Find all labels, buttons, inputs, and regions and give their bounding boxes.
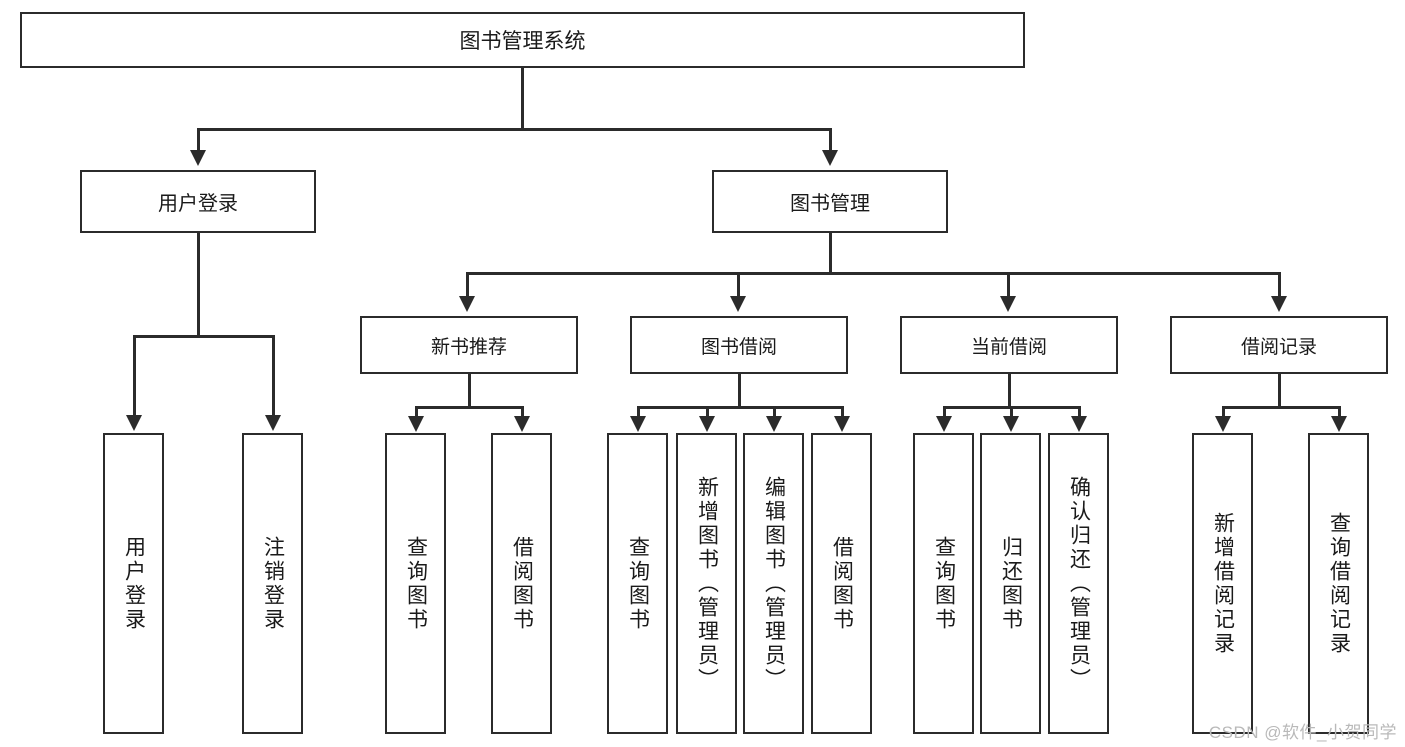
connector-user-login-stem [197,233,200,335]
connector-book-management-bar [466,272,1280,275]
node-leaf-query-book-3[interactable]: 查询图书 [913,433,974,734]
arrow-to-leaf-user-logout [265,415,281,431]
node-label: 注销登录 [261,535,285,632]
arrow-to-leaf-query-book-2 [630,416,646,432]
connector-root-to-user-login [197,128,200,150]
node-leaf-return-book[interactable]: 归还图书 [980,433,1041,734]
node-new-book-recommend[interactable]: 新书推荐 [360,316,578,374]
node-label: 查询图书 [404,535,428,632]
node-label: 查询图书 [932,535,956,632]
connector-book-borrow-bar [637,406,843,409]
connector-borrow-record-stem [1278,374,1281,406]
node-leaf-query-record[interactable]: 查询借阅记录 [1308,433,1369,734]
node-leaf-user-logout[interactable]: 注销登录 [242,433,303,734]
connector-root-stem [521,68,524,128]
node-label: 用户登录 [158,193,238,215]
node-label: 归还图书 [999,535,1023,632]
connector-book-borrow-stem [738,374,741,406]
connector-cb-2 [1010,406,1013,416]
connector-cb-1 [943,406,946,416]
node-label: 当前借阅 [970,336,1047,358]
node-book-management[interactable]: 图书管理 [712,170,948,233]
arrow-to-borrow-record [1271,296,1287,312]
node-leaf-borrow-book-2[interactable]: 借阅图书 [811,433,872,734]
node-label: 图书借阅 [700,336,777,358]
connector-bm-to-current-borrow [1007,272,1010,296]
connector-bb-2 [706,406,709,416]
connector-root-bar [197,128,831,131]
arrow-to-leaf-query-record [1331,416,1347,432]
connector-br-left [1222,406,1225,416]
node-label: 编辑图书（管理员） [762,475,786,692]
connector-bm-to-borrow-record [1278,272,1281,296]
node-label: 借阅记录 [1240,336,1317,358]
node-user-login[interactable]: 用户登录 [80,170,316,233]
node-label: 新增借阅记录 [1211,511,1235,656]
connector-cb-3 [1078,406,1081,416]
arrow-to-leaf-borrow-book-1 [514,416,530,432]
watermark-text: CSDN @软件_小贺同学 [1208,723,1397,742]
connector-user-login-right [272,335,275,415]
connector-bb-3 [773,406,776,416]
node-label: 新增图书（管理员） [695,475,719,692]
node-leaf-confirm-return[interactable]: 确认归还（管理员） [1048,433,1109,734]
connector-new-book-left [415,406,418,416]
connector-current-borrow-stem [1008,374,1011,406]
arrow-to-leaf-return-book [1003,416,1019,432]
arrow-to-leaf-edit-book [766,416,782,432]
connector-br-right [1338,406,1341,416]
connector-bm-to-book-borrow [737,272,740,296]
node-borrow-record[interactable]: 借阅记录 [1170,316,1388,374]
connector-user-login-left [133,335,136,415]
connector-bm-to-new-book [466,272,469,296]
node-book-management-system[interactable]: 图书管理系统 [20,12,1025,68]
arrow-to-leaf-confirm-return [1071,416,1087,432]
connector-bb-4 [841,406,844,416]
connector-bb-1 [637,406,640,416]
arrow-root-to-user-login [190,150,206,166]
node-leaf-borrow-book-1[interactable]: 借阅图书 [491,433,552,734]
arrow-to-leaf-user-login [126,415,142,431]
node-leaf-edit-book[interactable]: 编辑图书（管理员） [743,433,804,734]
arrow-to-leaf-query-book-3 [936,416,952,432]
arrow-to-leaf-borrow-book-2 [834,416,850,432]
connector-book-management-stem [829,233,832,272]
arrow-to-leaf-add-book [699,416,715,432]
node-label: 用户登录 [122,535,146,632]
arrow-root-to-book-management [822,150,838,166]
connector-borrow-record-bar [1222,406,1338,409]
node-leaf-user-login[interactable]: 用户登录 [103,433,164,734]
connector-new-book-right [521,406,524,416]
node-label: 确认归还（管理员） [1067,475,1091,692]
node-label: 借阅图书 [510,535,534,632]
node-book-borrow[interactable]: 图书借阅 [630,316,848,374]
arrow-to-current-borrow [1000,296,1016,312]
connector-new-book-stem [468,374,471,406]
arrow-to-leaf-add-record [1215,416,1231,432]
connector-new-book-bar [415,406,522,409]
arrow-to-new-book-recommend [459,296,475,312]
arrow-to-leaf-query-book-1 [408,416,424,432]
node-label: 新书推荐 [430,336,507,358]
node-label: 查询图书 [626,535,650,632]
connector-root-to-book-management [829,128,832,150]
connector-user-login-bar [133,335,273,338]
node-current-borrow[interactable]: 当前借阅 [900,316,1118,374]
node-leaf-query-book-1[interactable]: 查询图书 [385,433,446,734]
node-label: 查询借阅记录 [1327,511,1351,656]
node-label: 图书管理 [790,193,870,215]
node-leaf-query-book-2[interactable]: 查询图书 [607,433,668,734]
arrow-to-book-borrow [730,296,746,312]
node-label: 借阅图书 [830,535,854,632]
node-leaf-add-record[interactable]: 新增借阅记录 [1192,433,1253,734]
node-leaf-add-book[interactable]: 新增图书（管理员） [676,433,737,734]
node-label: 图书管理系统 [459,30,586,53]
